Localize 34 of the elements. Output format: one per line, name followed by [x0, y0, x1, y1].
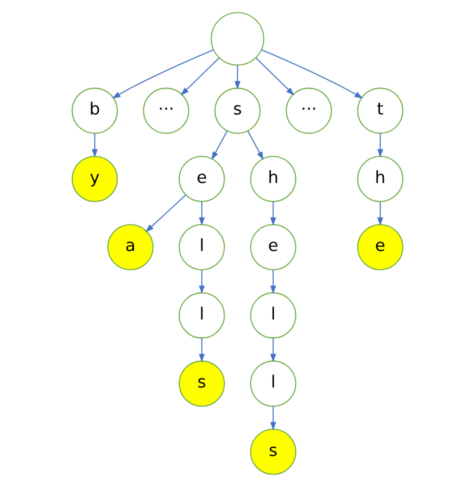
- arrow: [198, 270, 204, 294]
- arrow: [112, 49, 213, 99]
- node-circle: s: [178, 360, 224, 407]
- node-circle: e: [356, 224, 403, 270]
- arrow: [261, 49, 362, 99]
- node-circle: l: [250, 360, 296, 407]
- arrow: [270, 270, 276, 294]
- node-circle: s: [250, 428, 296, 475]
- node-circle: l: [250, 292, 296, 338]
- node-circle: e: [178, 156, 224, 202]
- node-circle: b: [71, 88, 118, 134]
- arrow: [180, 58, 219, 96]
- node-circle: t: [356, 88, 403, 134]
- arrow: [210, 130, 228, 160]
- arrow: [198, 338, 204, 362]
- arrow: [255, 58, 294, 96]
- arrow: [234, 65, 240, 90]
- arrow: [246, 130, 264, 160]
- node-circle: y: [71, 156, 118, 202]
- arrow: [376, 202, 383, 226]
- arrow: [198, 202, 204, 226]
- arrow: [270, 338, 276, 362]
- arrow: [270, 406, 276, 430]
- node-circle: l: [178, 292, 224, 338]
- arrow: [376, 133, 383, 158]
- node-circle: h: [356, 156, 403, 202]
- arrow: [270, 202, 276, 226]
- node-circle: h: [250, 156, 296, 202]
- arrow: [144, 194, 186, 232]
- node-circle: e: [250, 224, 296, 270]
- node-circle: s: [214, 88, 260, 134]
- node-circle: l: [178, 224, 224, 270]
- arrow: [91, 133, 98, 158]
- node-circle: [210, 12, 264, 66]
